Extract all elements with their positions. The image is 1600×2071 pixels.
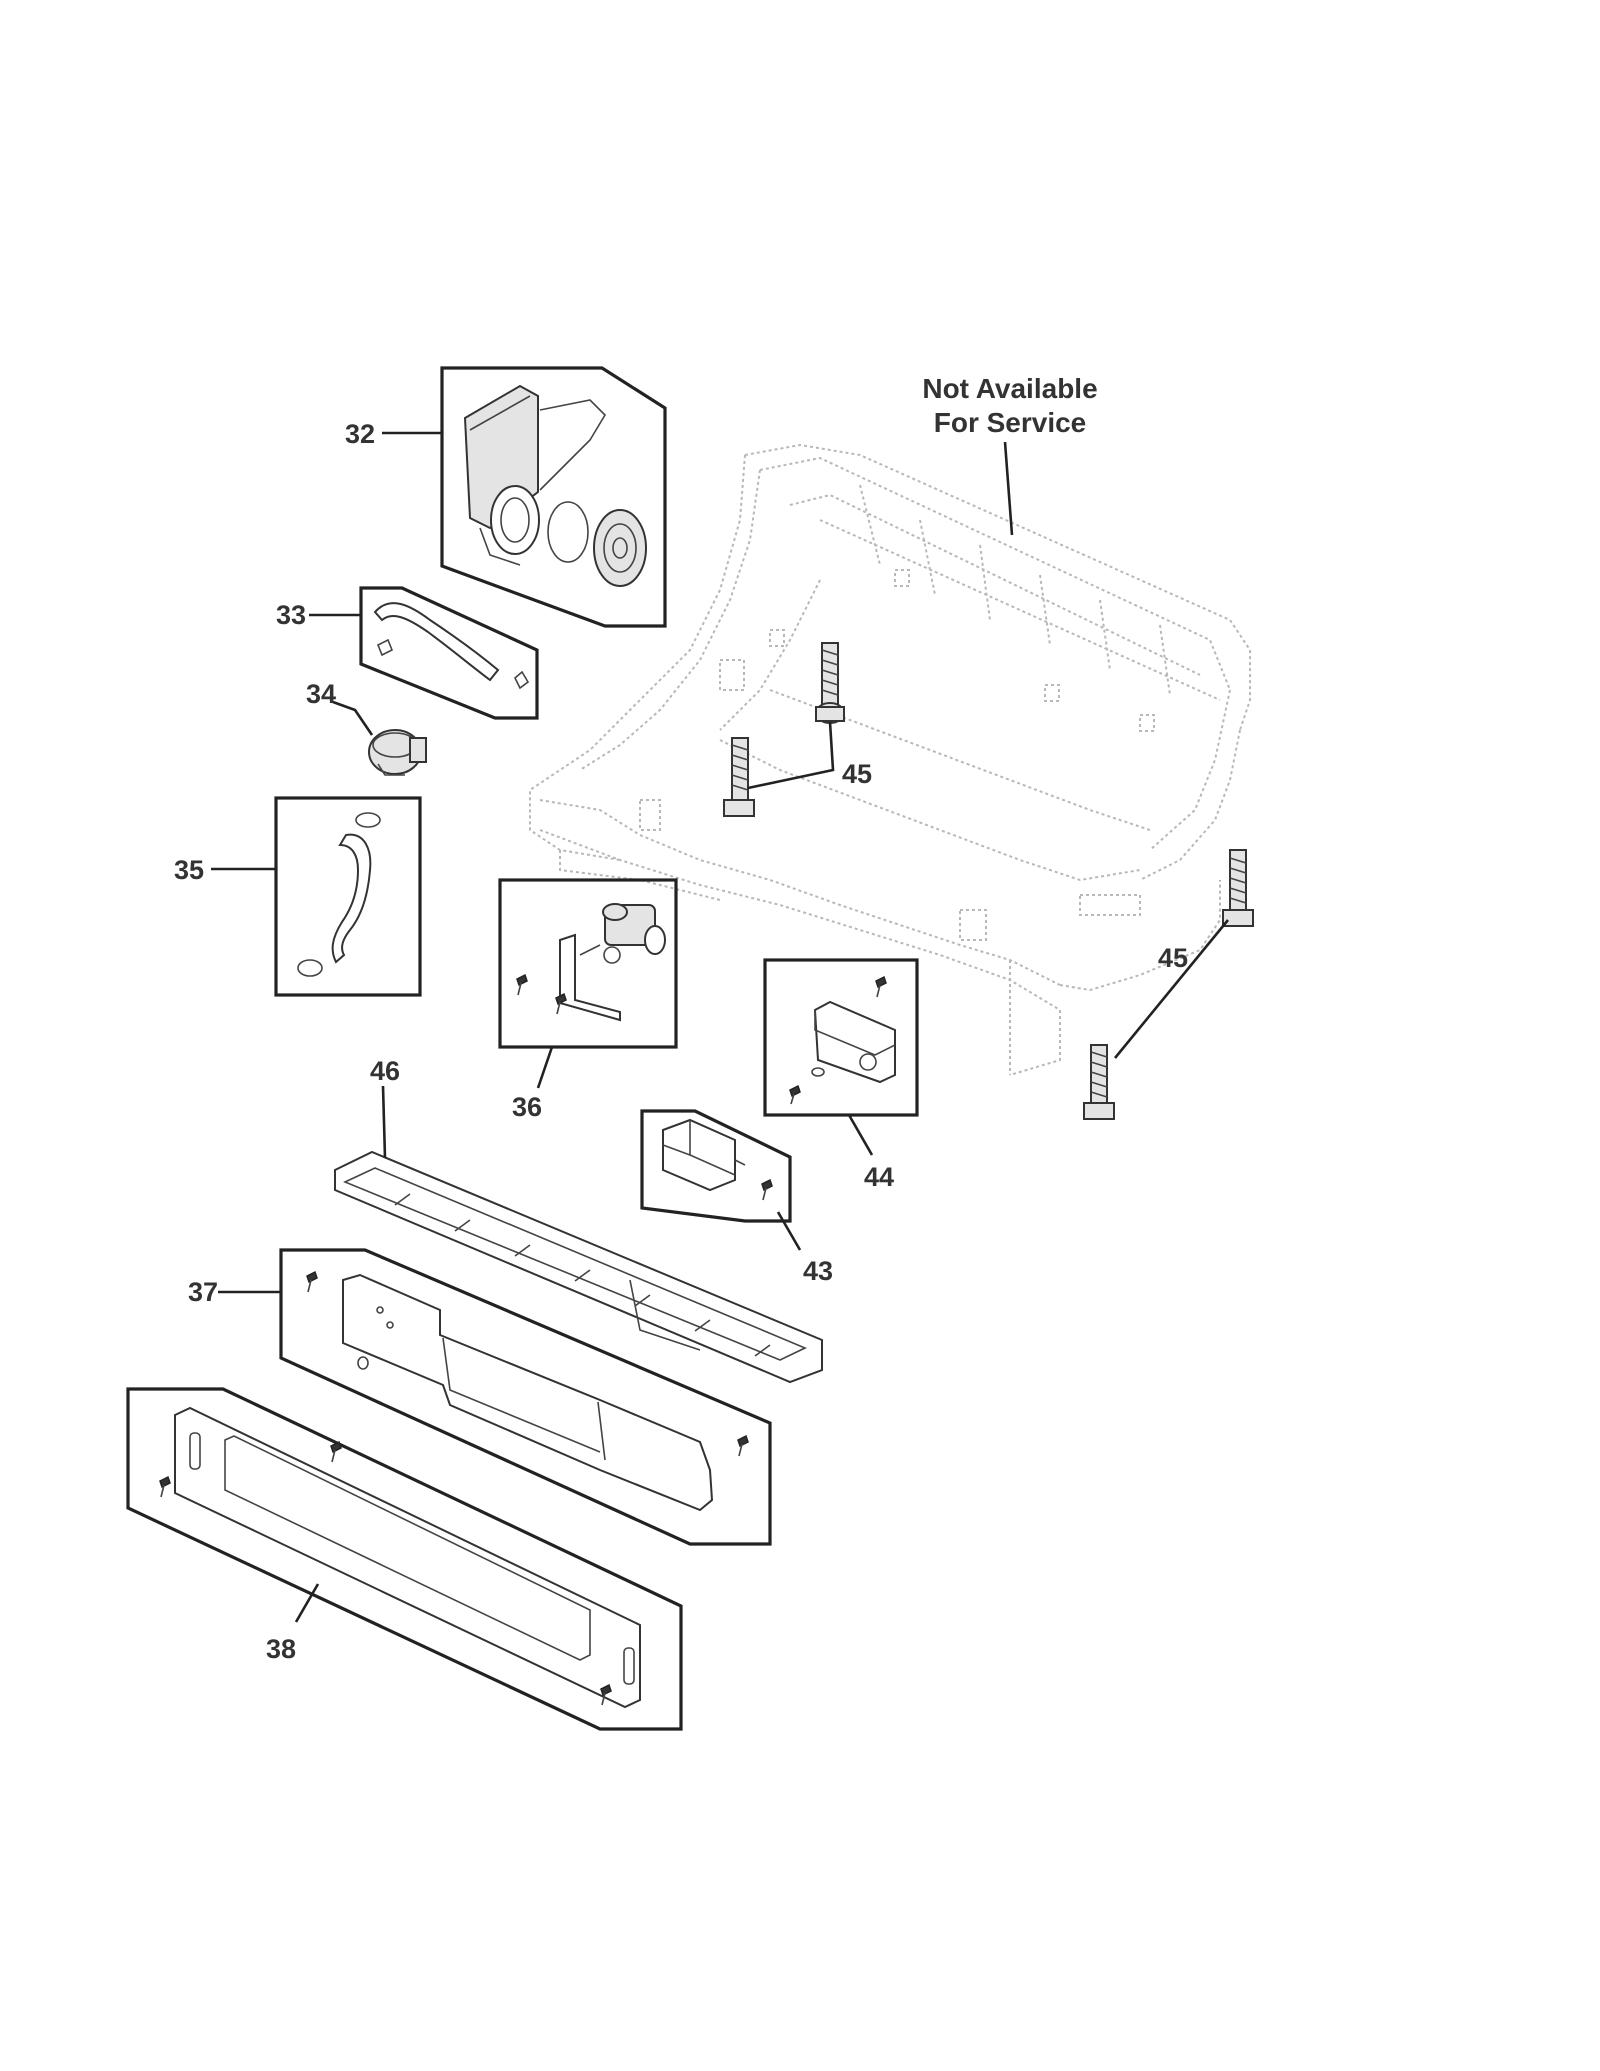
callout-37: 37 <box>188 1277 218 1307</box>
leader-45b <box>1113 919 1230 1059</box>
callout-45-upper: 45 <box>842 759 872 789</box>
callout-35: 35 <box>174 855 204 885</box>
callout-46: 46 <box>370 1056 400 1086</box>
part-36-box <box>498 878 678 1049</box>
callout-38: 38 <box>266 1634 296 1664</box>
leveling-leg-3 <box>1222 849 1254 927</box>
leveling-leg-2 <box>723 737 755 817</box>
part-44-box <box>763 958 919 1117</box>
not-available-line1: Not Available <box>922 373 1097 404</box>
part-46-grille <box>334 1150 823 1384</box>
part-35-box <box>274 796 422 997</box>
callout-34: 34 <box>306 679 336 709</box>
callout-43: 43 <box>803 1256 833 1286</box>
callout-44: 44 <box>864 1162 894 1192</box>
part-34-pressure-switch <box>368 729 427 776</box>
leader-36 <box>536 1046 554 1089</box>
callout-32: 32 <box>345 419 375 449</box>
leader-38 <box>294 1583 320 1623</box>
part-33-box <box>359 586 539 720</box>
leveling-leg-1 <box>815 642 845 724</box>
part-32-box <box>440 366 667 628</box>
part-43-box <box>640 1109 792 1223</box>
callout-45-right: 45 <box>1158 943 1188 973</box>
callout-36: 36 <box>512 1092 542 1122</box>
callout-33: 33 <box>276 600 306 630</box>
not-available-line2: For Service <box>934 407 1087 438</box>
part-37-box <box>279 1248 772 1546</box>
leader-34 <box>332 700 374 736</box>
base-frame <box>529 443 1251 1076</box>
leader-44 <box>847 1114 874 1156</box>
leader-46 <box>381 1085 387 1159</box>
leader-not-available <box>1003 441 1014 536</box>
leveling-leg-4 <box>1083 1044 1115 1120</box>
part-38-box <box>126 1387 683 1731</box>
leader-43 <box>776 1211 802 1251</box>
leader-45a <box>747 721 835 790</box>
